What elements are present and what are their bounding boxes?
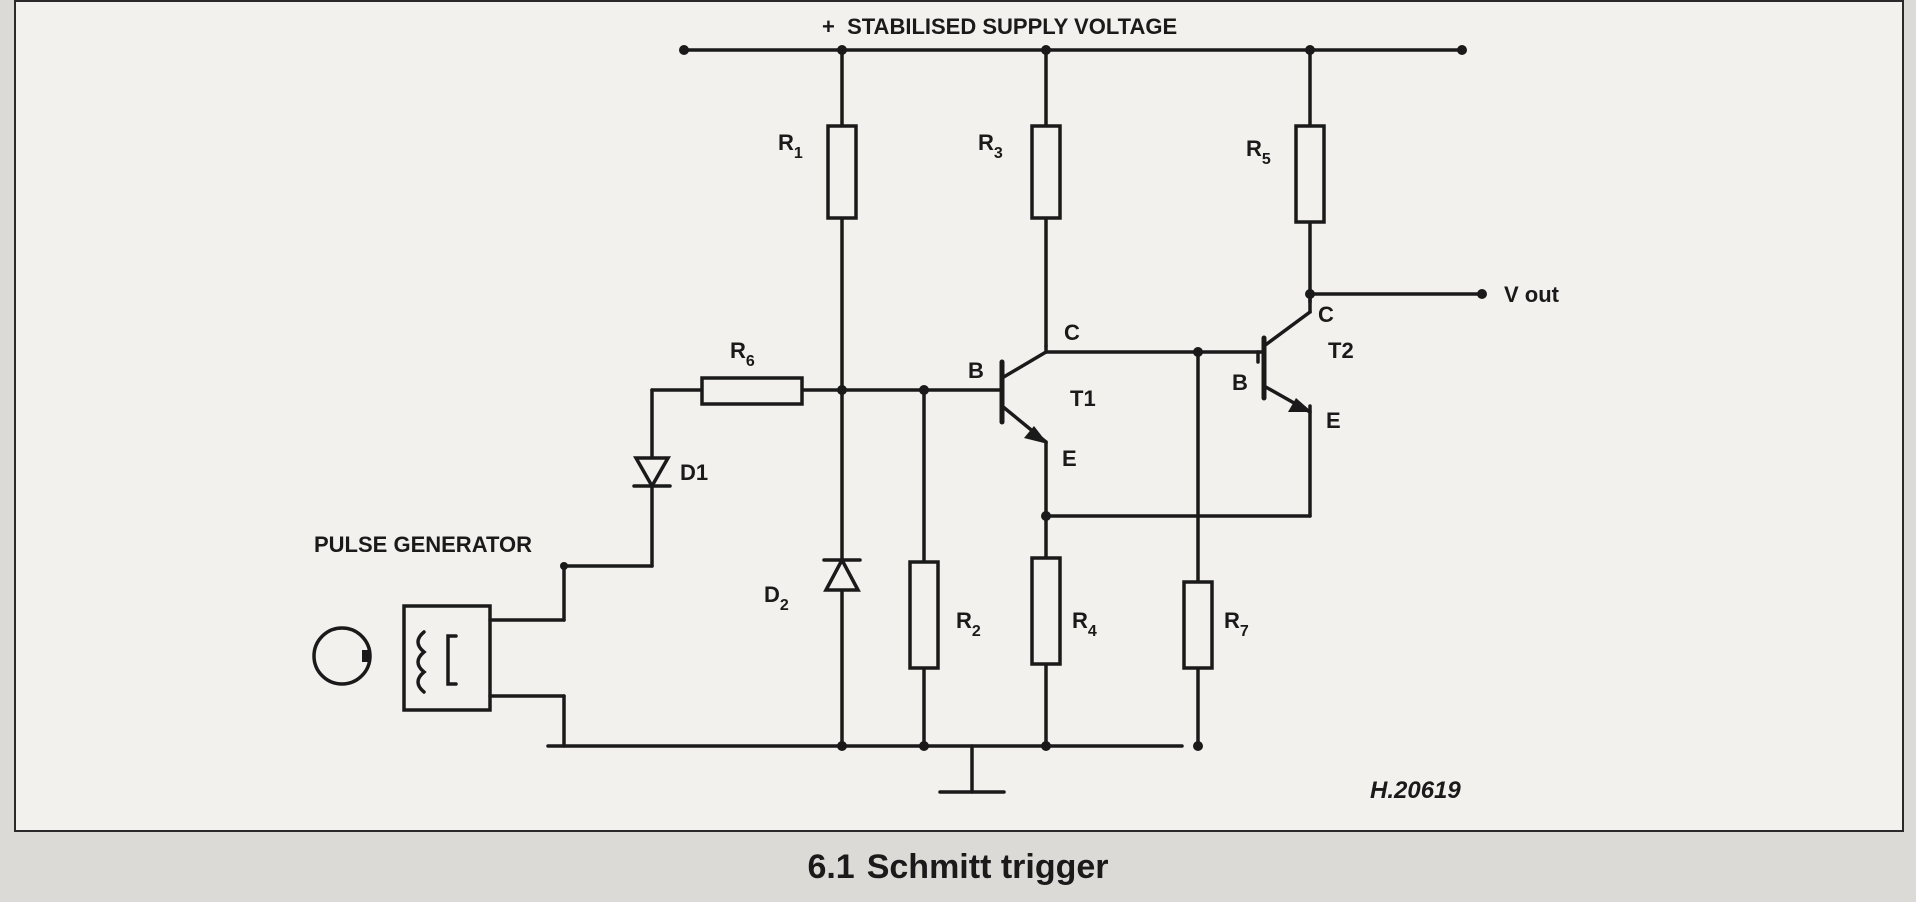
diode-d1-label: D1: [680, 460, 708, 485]
transistor-t2-label: T2: [1328, 338, 1354, 363]
junction: [1041, 511, 1051, 521]
pulse-generator-dial-icon: [312, 626, 372, 686]
resistor-r7-label: R7: [1224, 608, 1249, 640]
junction: [1041, 45, 1051, 55]
output-terminal: [1477, 289, 1487, 299]
caption-number: 6.1: [807, 848, 855, 886]
junction: [919, 741, 929, 751]
diode-d2-label: D2: [764, 582, 789, 614]
pulse-generator-label: PULSE GENERATOR: [314, 532, 532, 557]
transistor-t2-collector-label: C: [1318, 302, 1334, 327]
transistor-t1-label: T1: [1070, 386, 1096, 411]
resistor-r2-label: R2: [956, 608, 981, 640]
resistor-r5: [1294, 124, 1326, 224]
transistor-t1-emitter-label: E: [1062, 446, 1077, 471]
transistor-t2-collector: [1262, 310, 1312, 348]
supply-rail-end-left: [679, 45, 689, 55]
resistor-r3: [1030, 124, 1062, 220]
junction: [837, 45, 847, 55]
resistor-r6-label: R6: [730, 338, 755, 370]
junction: [1193, 741, 1203, 751]
junction: [1041, 741, 1051, 751]
transistor-t2-emitter-label: E: [1326, 408, 1341, 433]
transistor-t1-base-label: B: [968, 358, 984, 383]
diode-d2: [823, 556, 861, 592]
drawing-number: H.20619: [1370, 777, 1461, 804]
pulse-generator-contact-icon: [446, 634, 458, 686]
junction: [1305, 45, 1315, 55]
transistor-t1-collector-label: C: [1064, 320, 1080, 345]
resistor-r3-label: R3: [978, 130, 1003, 162]
figure-caption: 6.1 Schmitt trigger: [0, 848, 1916, 887]
pulse-generator-coil-icon: [416, 630, 427, 694]
supply-label: + STABILISED SUPPLY VOLTAGE: [822, 14, 1177, 39]
transistor-t1-emitter-arrow: [1024, 426, 1048, 444]
transistor-t1-collector: [1000, 350, 1048, 380]
transistor-t2-emitter-arrow: [1288, 398, 1312, 412]
supply-rail-end-right: [1457, 45, 1467, 55]
resistor-r1-label: R1: [778, 130, 803, 162]
resistor-r6: [700, 376, 804, 406]
resistor-r2: [908, 560, 940, 670]
junction: [919, 385, 929, 395]
resistor-r4-label: R4: [1072, 608, 1097, 640]
junction: [837, 741, 847, 751]
transistor-t2-base-label: B: [1232, 370, 1248, 395]
diode-d1: [632, 456, 672, 490]
figure-panel: + STABILISED SUPPLY VOLTAGE R1 D2 R2: [14, 0, 1904, 832]
output-label: V out: [1504, 282, 1560, 307]
schmitt-trigger-circuit: + STABILISED SUPPLY VOLTAGE R1 D2 R2: [312, 14, 1560, 804]
pulse-generator-dial-knob: [362, 650, 370, 662]
resistor-r7: [1182, 580, 1214, 670]
caption-title: Schmitt trigger: [866, 848, 1109, 886]
resistor-r1: [826, 124, 858, 220]
resistor-r4: [1030, 556, 1062, 666]
resistor-r5-label: R5: [1246, 136, 1271, 168]
